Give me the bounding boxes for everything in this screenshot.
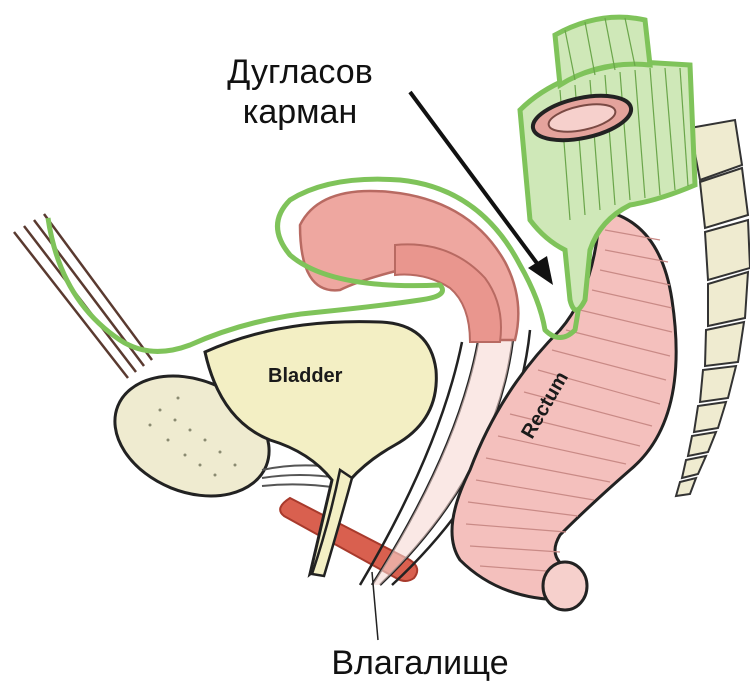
vagina-label: Влагалище <box>300 643 540 683</box>
douglas-pouch-label: Дугласов карман <box>200 52 400 132</box>
rectum-opening <box>543 562 587 610</box>
ligament-bundle <box>14 214 152 378</box>
douglas-pouch-label-line1: Дугласов <box>200 52 400 92</box>
douglas-arrowhead <box>528 256 553 285</box>
douglas-pouch-label-line2: карман <box>200 92 400 132</box>
bladder-label: Bladder <box>268 365 343 387</box>
